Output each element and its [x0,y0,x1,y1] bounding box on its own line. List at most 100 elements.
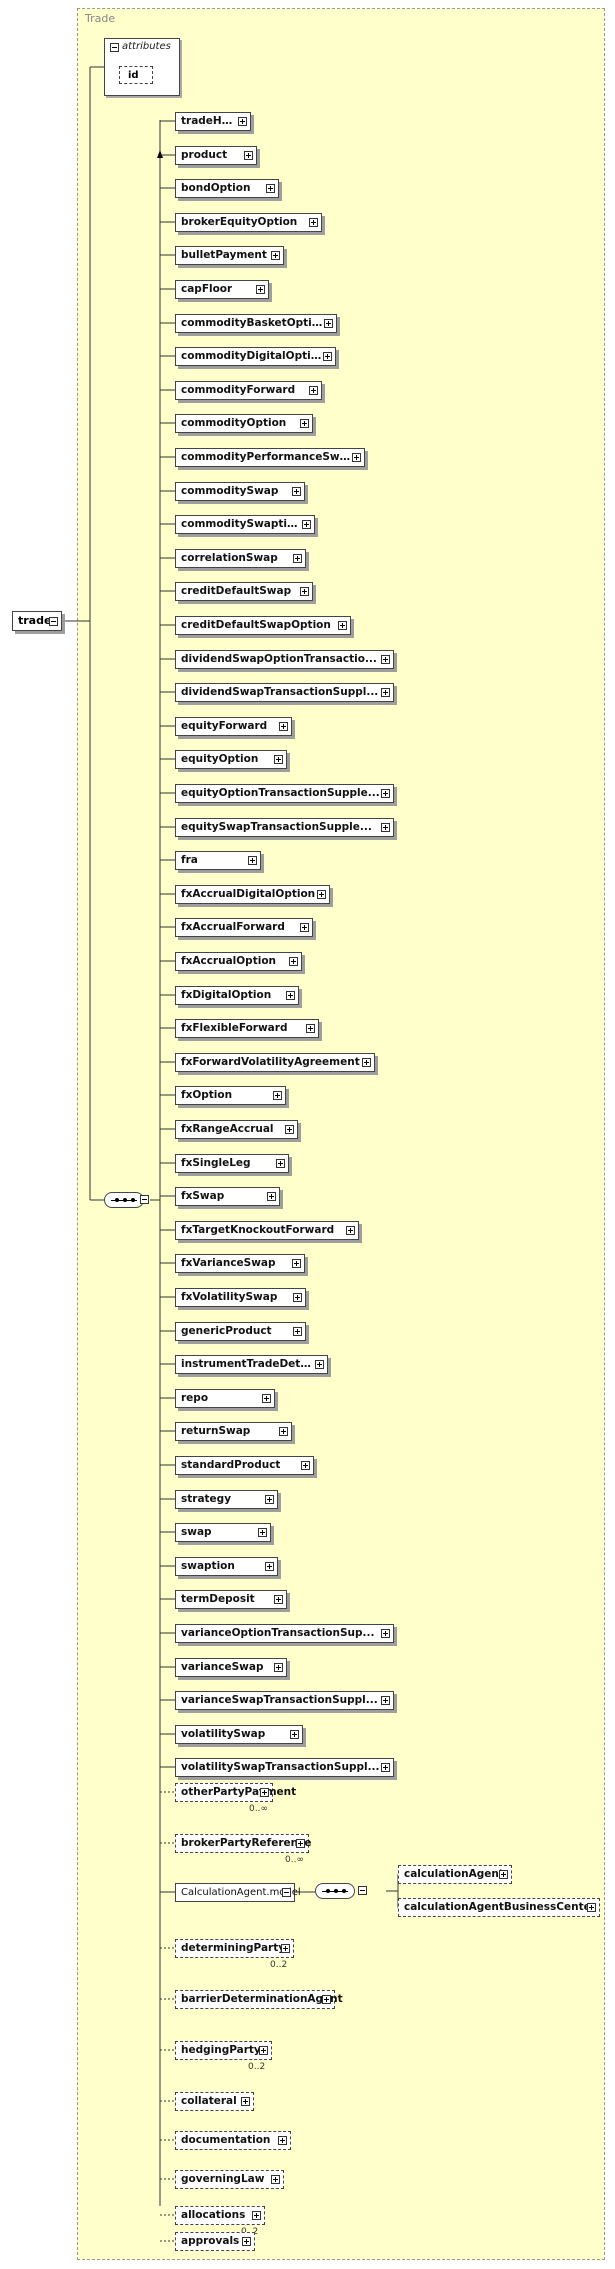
expand-icon[interactable] [281,1944,290,1953]
choice-item-node[interactable]: equityOption [175,750,287,769]
choice-item-node[interactable]: fxRangeAccrual [175,1120,298,1139]
expand-icon[interactable] [273,1091,282,1100]
expand-icon[interactable] [242,2237,251,2246]
expand-icon[interactable] [300,419,309,428]
choice-item-node[interactable]: commoditySwaption [175,515,315,534]
expand-icon[interactable] [381,1696,390,1705]
expand-icon[interactable] [362,1058,371,1067]
choice-item-node[interactable]: volatilitySwap [175,1725,303,1744]
expand-icon[interactable] [300,923,309,932]
choice-item-node[interactable]: instrumentTradeDetails [175,1355,328,1374]
choice-item-node[interactable]: fxSwap [175,1187,280,1206]
expand-icon[interactable] [265,1495,274,1504]
particle-node[interactable]: governingLaw [175,2170,284,2189]
expand-icon[interactable] [381,655,390,664]
particle-node[interactable]: otherPartyPayment [175,1783,296,1802]
expand-icon[interactable] [289,957,298,966]
choice-item-node[interactable]: fxAccrualForward [175,918,313,937]
expand-icon[interactable] [274,755,283,764]
collapse-icon[interactable] [358,1886,367,1895]
expand-icon[interactable] [381,1629,390,1638]
choice-item-node[interactable]: commoditySwap [175,482,305,501]
expand-icon[interactable] [290,1730,299,1739]
choice-item-node[interactable]: fxDigitalOption [175,986,299,1005]
choice-item-node[interactable]: commodityOption [175,414,313,433]
calculation-agent-business-center-node[interactable]: calculationAgentBusinessCenter [398,1898,600,1917]
calculation-agent-node[interactable]: calculationAgent [398,1865,512,1884]
choice-item-node[interactable]: commodityPerformanceSwap [175,448,365,467]
expand-icon[interactable] [276,1159,285,1168]
expand-icon[interactable] [241,2097,250,2106]
choice-item-node[interactable]: correlationSwap [175,549,306,568]
choice-item-node[interactable]: swaption [175,1557,278,1576]
choice-item-node[interactable]: commodityDigitalOption [175,347,336,366]
particle-node[interactable]: documentation [175,2131,291,2150]
particle-node[interactable]: hedgingParty [175,2041,272,2060]
expand-icon[interactable] [256,285,265,294]
expand-icon[interactable] [292,1259,301,1268]
expand-icon[interactable] [274,1663,283,1672]
choice-item-node[interactable]: creditDefaultSwap [175,582,313,601]
collapse-icon[interactable] [49,617,58,626]
expand-icon[interactable] [322,1995,331,2004]
choice-item-node[interactable]: creditDefaultSwapOption [175,616,351,635]
expand-icon[interactable] [293,1293,302,1302]
choice-item-node[interactable]: brokerEquityOption [175,213,322,232]
expand-icon[interactable] [381,688,390,697]
choice-item-node[interactable]: standardProduct [175,1456,314,1475]
choice-item-node[interactable]: varianceSwapTransactionSuppl... [175,1691,394,1710]
choice-item-node[interactable]: termDeposit [175,1590,287,1609]
expand-icon[interactable] [352,453,361,462]
choice-item-node[interactable]: bondOption [175,179,279,198]
expand-icon[interactable] [301,1461,310,1470]
expand-icon[interactable] [260,1788,269,1797]
expand-icon[interactable] [258,1528,267,1537]
choice-item-node[interactable]: swap [175,1523,271,1542]
expand-icon[interactable] [323,352,332,361]
expand-icon[interactable] [324,319,333,328]
expand-icon[interactable] [587,1903,596,1912]
particle-node[interactable]: allocations [175,2206,265,2225]
expand-icon[interactable] [279,722,288,731]
choice-item-node[interactable]: fxTargetKnockoutForward [175,1221,359,1240]
expand-icon[interactable] [300,587,309,596]
expand-icon[interactable] [286,991,295,1000]
attribute-id[interactable]: id [119,66,153,84]
choice-item-node[interactable]: returnSwap [175,1422,292,1441]
choice-item-node[interactable]: fxOption [175,1086,286,1105]
expand-icon[interactable] [266,184,275,193]
expand-icon[interactable] [338,621,347,630]
expand-icon[interactable] [279,1427,288,1436]
choice-item-node[interactable]: fxForwardVolatilityAgreement [175,1053,375,1072]
particle-node[interactable]: collateral [175,2092,254,2111]
collapse-icon[interactable] [282,1888,291,1897]
expand-icon[interactable] [285,1125,294,1134]
expand-icon[interactable] [252,2211,261,2220]
choice-item-node[interactable]: equitySwapTransactionSupple... [175,818,394,837]
choice-item-node[interactable]: genericProduct [175,1322,306,1341]
expand-icon[interactable] [262,1394,271,1403]
choice-item-node[interactable]: commodityBasketOption [175,314,337,333]
choice-item-node[interactable]: varianceOptionTransactionSup... [175,1624,394,1643]
particle-node[interactable]: brokerPartyReference [175,1834,311,1853]
expand-icon[interactable] [238,117,247,126]
choice-item-node[interactable]: fxFlexibleForward [175,1019,319,1038]
expand-icon[interactable] [259,2046,268,2055]
expand-icon[interactable] [265,1562,274,1571]
choice-item-node[interactable]: commodityForward [175,381,322,400]
choice-item-node[interactable]: dividendSwapOptionTransactio... [175,650,394,669]
choice-item-node[interactable]: bulletPayment [175,246,284,265]
collapse-icon[interactable] [140,1195,149,1204]
expand-icon[interactable] [293,1327,302,1336]
choice-item-node[interactable]: fxAccrualDigitalOption [175,885,330,904]
expand-icon[interactable] [278,2136,287,2145]
expand-icon[interactable] [317,890,326,899]
choice-item-node[interactable]: fxVarianceSwap [175,1254,305,1273]
particle-node[interactable]: CalculationAgent.model [175,1883,301,1902]
expand-icon[interactable] [293,554,302,563]
expand-icon[interactable] [302,520,311,529]
expand-icon[interactable] [315,1360,324,1369]
expand-icon[interactable] [346,1226,355,1235]
expand-icon[interactable] [292,487,301,496]
expand-icon[interactable] [274,1595,283,1604]
